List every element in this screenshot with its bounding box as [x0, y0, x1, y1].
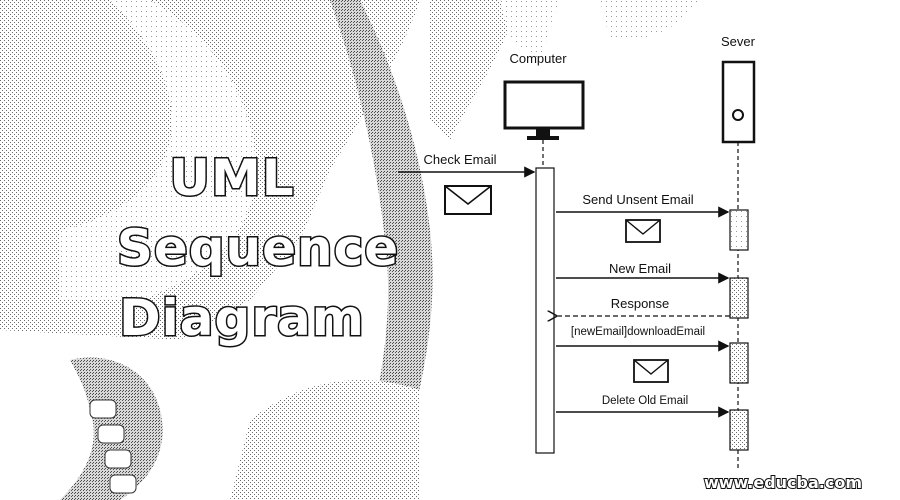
- activation-server-4: [729, 409, 749, 451]
- activation-server-2: [729, 277, 749, 319]
- message-check-email-label: Check Email: [424, 152, 497, 167]
- message-delete-old-email-label: Delete Old Email: [602, 395, 688, 407]
- activation-server-1: [729, 209, 749, 251]
- background-texture: [0, 0, 700, 500]
- message-download-email-label: [newEmail]downloadEmail: [571, 326, 705, 338]
- monitor-icon: [503, 80, 585, 140]
- message-response-label: Response: [611, 296, 670, 311]
- message-send-unsent-email: Send Unsent Email: [556, 192, 730, 243]
- message-new-email-label: New Email: [609, 261, 671, 276]
- title-line-1: UML: [169, 149, 294, 207]
- lifeline-server-label: Sever: [721, 34, 756, 49]
- envelope-icon: [444, 185, 492, 215]
- message-delete-old-email: Delete Old Email: [556, 395, 730, 418]
- message-new-email: New Email: [556, 261, 730, 284]
- title-line-3: Diagram: [119, 289, 365, 347]
- message-send-unsent-email-label: Send Unsent Email: [582, 192, 693, 207]
- activation-computer: [535, 167, 555, 454]
- message-response: Response: [556, 296, 730, 316]
- message-check-email: Check Email: [398, 152, 536, 215]
- lifeline-computer: Computer: [503, 51, 585, 455]
- title-line-2: Sequence: [117, 219, 399, 277]
- lifeline-server: Sever: [721, 34, 756, 470]
- message-download-email: [newEmail]downloadEmail: [556, 326, 730, 383]
- watermark: www.educba.com: [704, 473, 862, 492]
- envelope-icon: [633, 359, 669, 383]
- server-tower-icon: [721, 60, 756, 144]
- activation-server-3: [729, 342, 749, 384]
- envelope-icon: [625, 219, 661, 243]
- banner-title: UML Sequence Diagram: [115, 148, 399, 349]
- lifeline-computer-label: Computer: [509, 51, 567, 66]
